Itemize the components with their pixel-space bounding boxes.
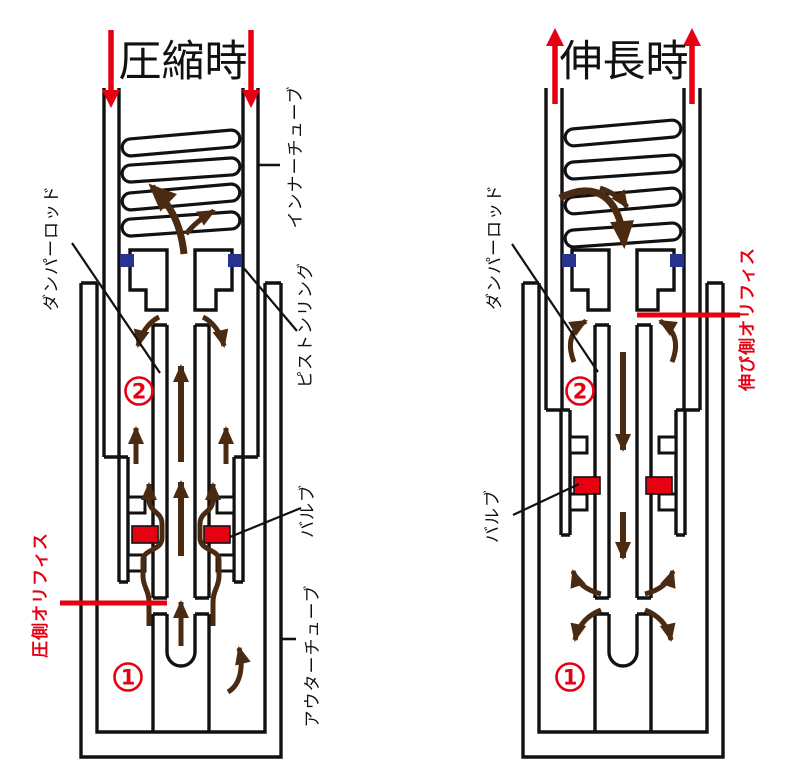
valve-stop-tab	[215, 495, 236, 515]
damper-rod-leader	[71, 242, 161, 374]
chamber-2-badge: 2	[124, 376, 154, 406]
svg-text:1: 1	[121, 666, 136, 690]
valve-sleeve	[117, 457, 245, 582]
outer-tube-wall-inner	[95, 283, 267, 734]
piston-body	[570, 248, 611, 312]
outer-tube-wall	[521, 283, 725, 759]
piston-ring	[120, 254, 134, 267]
damper-rod-label: ダンパーロッド	[42, 185, 62, 311]
valve-stop-tab	[568, 435, 589, 455]
fork-spring	[120, 128, 242, 238]
valve-label: バルブ	[482, 489, 503, 543]
piston-ring-leader	[241, 265, 298, 332]
outer-tube-wall-inner	[537, 283, 709, 734]
extension-title: 伸長時	[560, 37, 689, 87]
compression-title: 圧縮時	[119, 37, 248, 87]
valve-stop-tab	[568, 492, 589, 512]
oil-flow-arrows	[558, 185, 678, 642]
extension-force-arrows	[546, 28, 701, 104]
valve-stop-tab	[126, 495, 147, 515]
extension-diagram: 伸長時 ダンパーロッド バルブ 伸び側オリフィス 2 1	[482, 28, 758, 759]
damper-rod-label: ダンパーロッド	[485, 184, 505, 310]
damper-rod-bore-bottom	[607, 614, 639, 668]
svg-text:2: 2	[132, 380, 147, 404]
compression-force-arrows	[102, 30, 260, 108]
damper-rod-leader	[511, 243, 599, 373]
outer-tube-wall	[79, 283, 283, 759]
valve-stop-tab	[657, 435, 678, 455]
piston-body	[193, 248, 234, 312]
chamber-1-badge: 1	[555, 662, 585, 692]
svg-text:1: 1	[563, 666, 578, 690]
chamber-1-badge: 1	[113, 662, 143, 692]
damper-rod-wall	[593, 325, 653, 598]
piston-body	[635, 248, 676, 312]
oil-flow-arrows	[128, 183, 251, 695]
inner-tube-wall	[102, 88, 260, 457]
compression-diagram: 圧縮時 インナーチューブ ダンパーロッド ピストンリング バルブ アウターチュー…	[30, 30, 323, 759]
piston-ring	[562, 254, 576, 267]
compression-valve	[131, 525, 159, 544]
valve-stop-tab	[657, 492, 678, 512]
valve-label: バルブ	[297, 484, 318, 538]
damper-rod-base	[151, 614, 211, 732]
rebound-orifice-label: 伸び側オリフィス	[737, 247, 758, 392]
damper-rod-base	[593, 614, 653, 732]
compression-orifice-label: 圧側オリフィス	[30, 532, 51, 658]
chamber-2-badge: 2	[565, 376, 595, 406]
valve-leader	[512, 483, 580, 516]
inner-tube-label: インナーチューブ	[285, 86, 306, 229]
outer-tube-label: アウターチューブ	[302, 585, 323, 728]
valve-sleeve	[559, 410, 687, 535]
rebound-valve	[645, 476, 673, 495]
piston-body	[128, 248, 169, 312]
compression-valve	[203, 525, 231, 544]
svg-text:2: 2	[573, 380, 588, 404]
damper-rod-bore-bottom	[165, 614, 197, 668]
damper-rod-wall	[151, 325, 211, 598]
valve-leader	[229, 506, 302, 539]
piston-ring	[670, 254, 684, 267]
piston-ring	[228, 254, 242, 267]
piston-ring-label: ピストンリング	[296, 262, 316, 388]
inner-tube-wall	[544, 88, 702, 410]
